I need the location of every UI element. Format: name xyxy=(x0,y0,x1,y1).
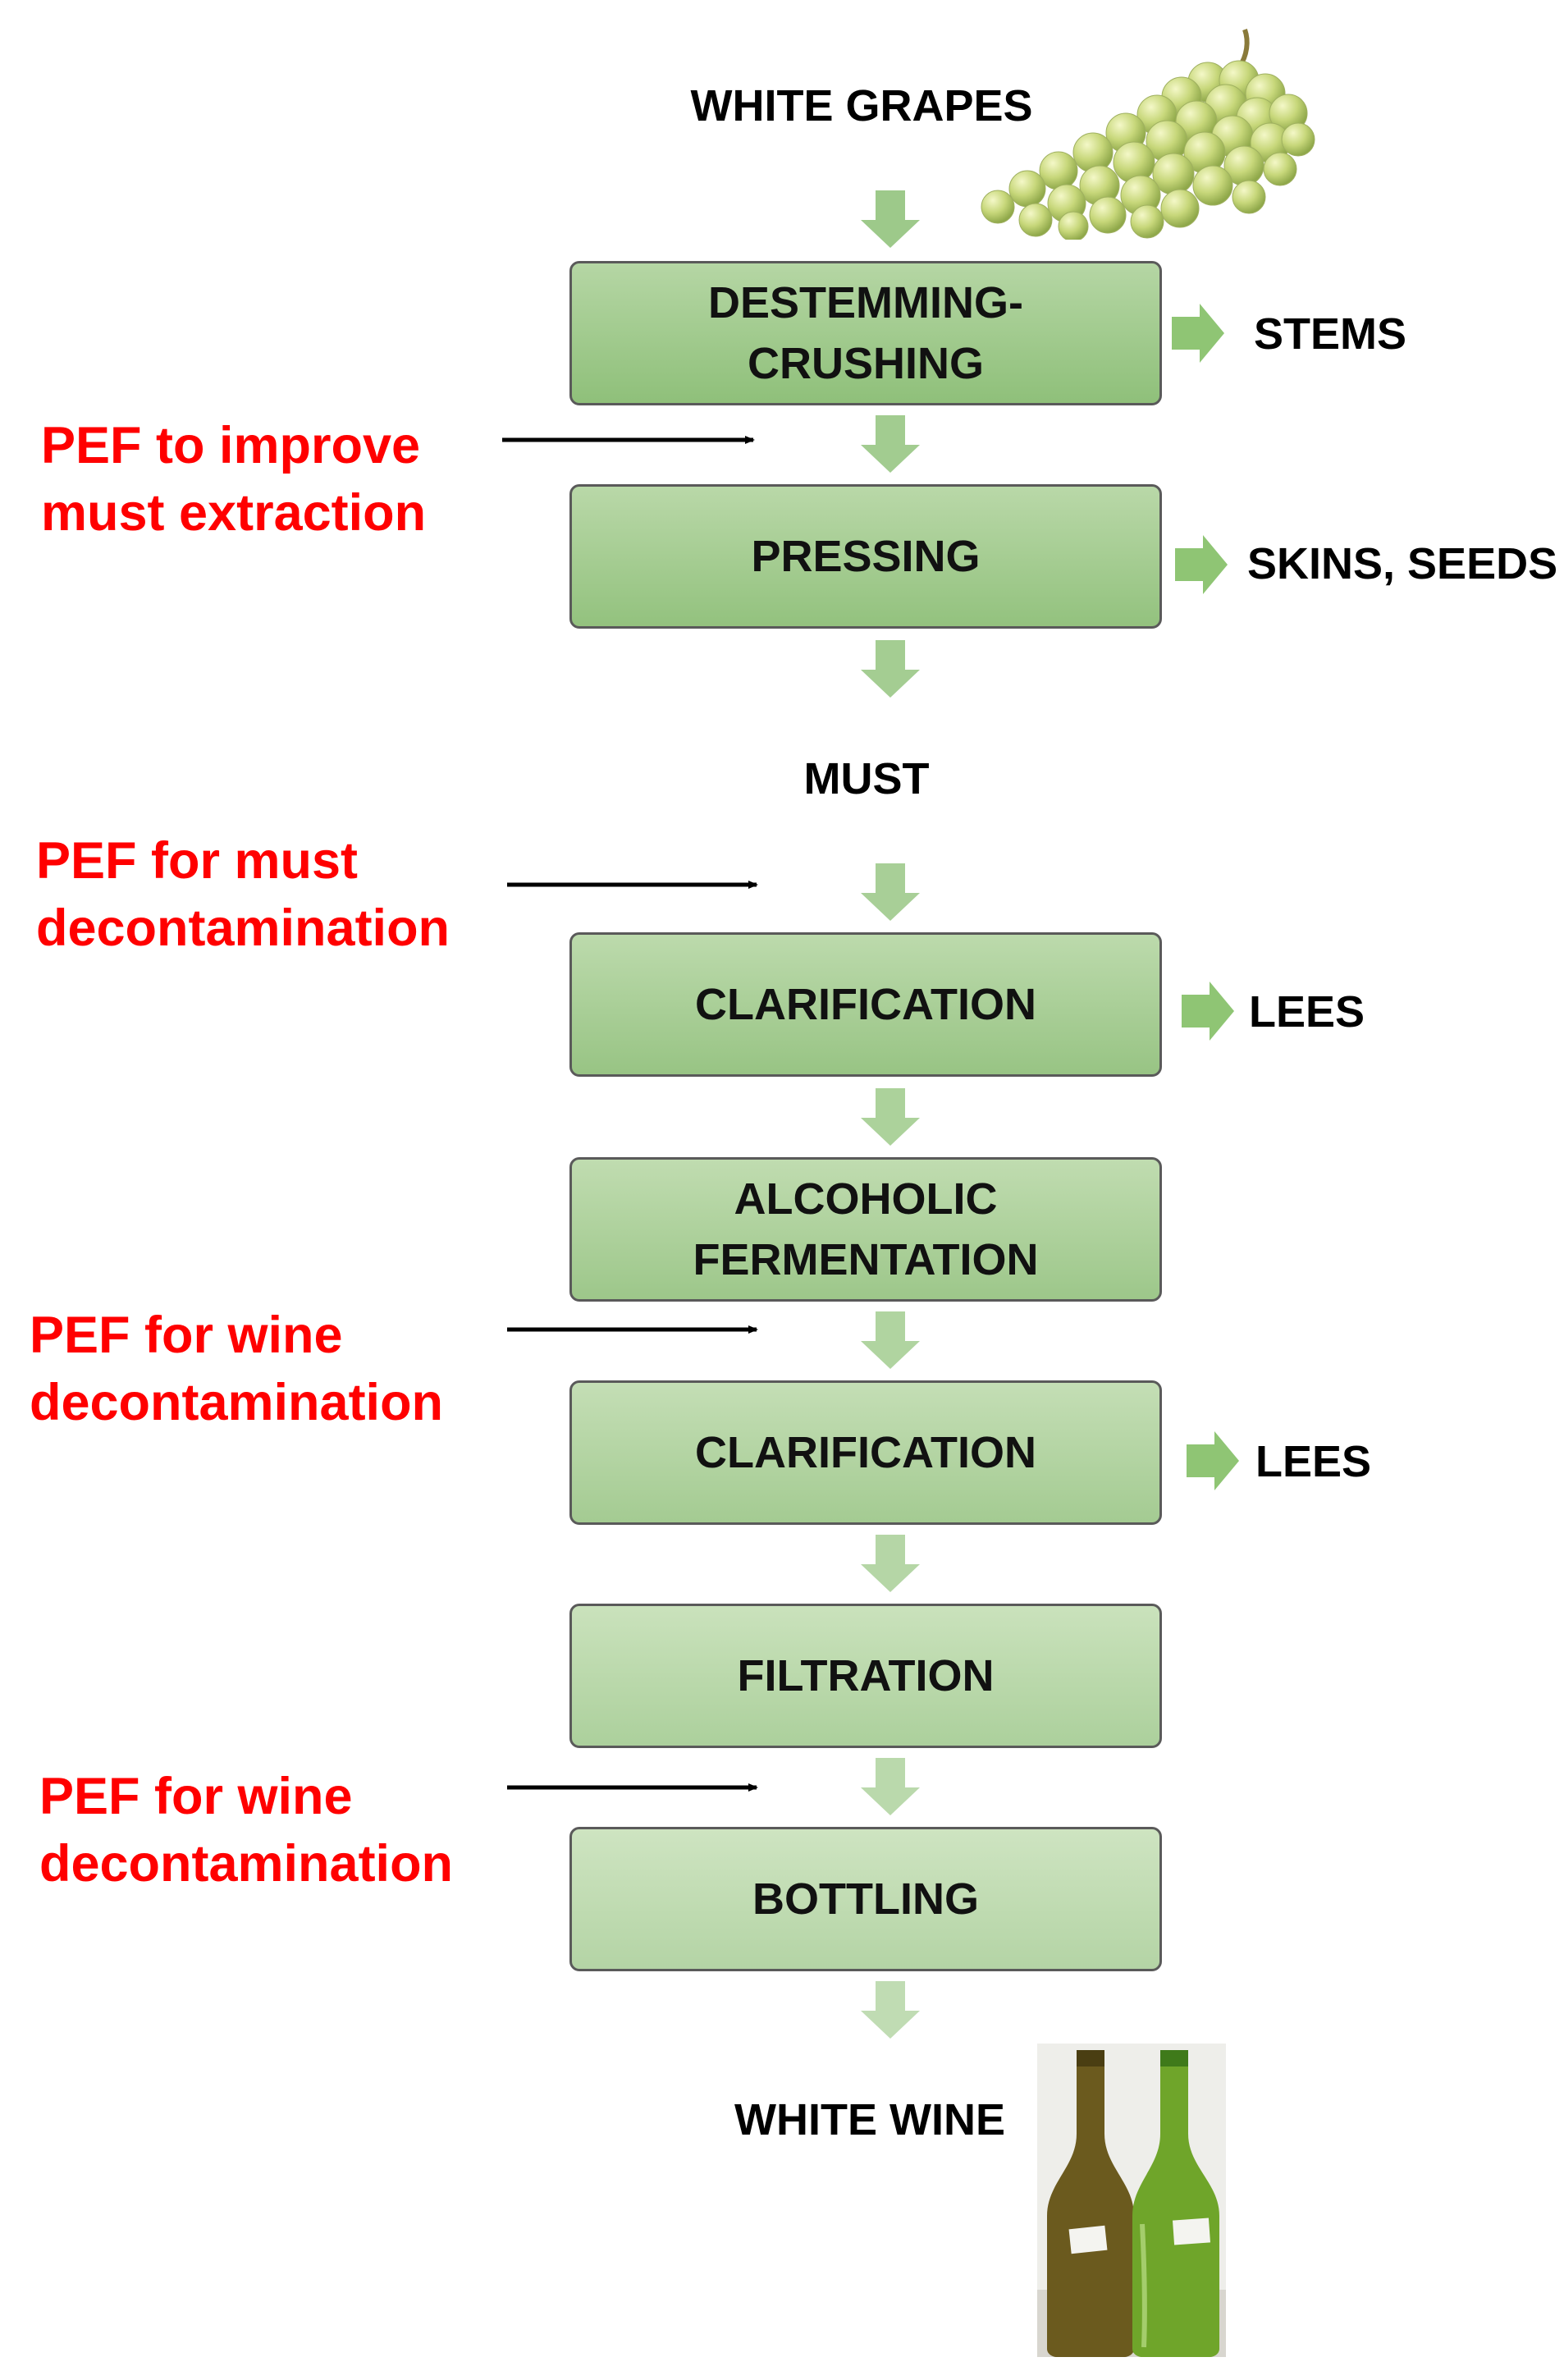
process-step-label: DESTEMMING- CRUSHING xyxy=(708,278,1023,388)
process-step: DESTEMMING- CRUSHING xyxy=(569,261,1162,405)
process-step: CLARIFICATION xyxy=(569,1380,1162,1525)
down-arrow xyxy=(861,1535,920,1592)
end-label: WHITE WINE xyxy=(734,2095,1005,2144)
down-arrow xyxy=(861,190,920,248)
process-step-label: CLARIFICATION xyxy=(695,1428,1036,1477)
side-arrow xyxy=(1172,304,1224,363)
grapes-image xyxy=(981,28,1315,240)
start-label: WHITE GRAPES xyxy=(690,81,1033,130)
pef-annotation: PEF for wine decontamination xyxy=(39,1768,454,1893)
side-output: SKINS, SEEDS xyxy=(1247,539,1558,588)
down-arrow xyxy=(861,1311,920,1369)
down-arrow xyxy=(861,640,920,698)
process-step: ALCOHOLIC FERMENTATION xyxy=(569,1157,1162,1302)
side-output: LEES xyxy=(1255,1437,1372,1486)
side-output: STEMS xyxy=(1254,309,1407,359)
process-step-label: PRESSING xyxy=(751,532,981,581)
side-output: LEES xyxy=(1249,987,1365,1037)
down-arrow xyxy=(861,863,920,921)
process-step: CLARIFICATION xyxy=(569,932,1162,1077)
intermediate-label: MUST xyxy=(803,754,930,803)
side-arrow xyxy=(1187,1431,1239,1490)
wine-bottles-image xyxy=(1037,2044,1226,2357)
process-step: PRESSING xyxy=(569,484,1162,629)
down-arrow xyxy=(861,1088,920,1146)
side-arrow xyxy=(1175,535,1228,594)
process-step: FILTRATION xyxy=(569,1604,1162,1748)
process-step: BOTTLING xyxy=(569,1827,1162,1971)
process-step-label: CLARIFICATION xyxy=(695,980,1036,1029)
process-step-label: ALCOHOLIC FERMENTATION xyxy=(693,1174,1039,1284)
pef-annotation: PEF to improve must extraction xyxy=(41,417,427,542)
down-arrow xyxy=(861,415,920,473)
pef-annotation: PEF for wine decontamination xyxy=(30,1307,444,1431)
process-step-label: FILTRATION xyxy=(737,1651,995,1700)
side-arrow xyxy=(1182,982,1234,1041)
pef-annotation: PEF for must decontamination xyxy=(36,832,450,957)
down-arrow xyxy=(861,1758,920,1815)
down-arrow xyxy=(861,1981,920,2039)
process-step-label: BOTTLING xyxy=(752,1874,979,1924)
